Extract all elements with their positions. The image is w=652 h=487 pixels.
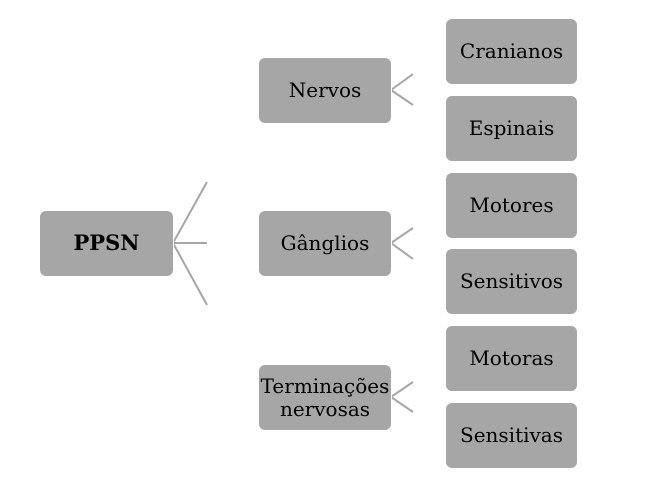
leaf-node-cranianos: Cranianos [446,19,577,84]
branch-node-ganglios: Gânglios [259,211,391,276]
leaf-node-espinais: Espinais [446,96,577,161]
leaf-node-motoras: Motoras [446,326,577,391]
connector-nervos-to-espinais [390,89,414,106]
leaf-label-cranianos: Cranianos [459,39,564,63]
connector-terminacoes-to-sensitivas [390,396,414,413]
branch-label-nervos: Nervos [288,78,362,102]
connector-ganglios-to-sensitivos [390,242,414,260]
leaf-label-motoras: Motoras [469,346,554,370]
leaf-node-motores: Motores [446,173,577,238]
branch-label-ganglios: Gânglios [280,231,370,255]
branch-node-nervos: Nervos [259,58,391,123]
root-label: PPSN [73,230,140,256]
leaf-label-motores: Motores [469,193,554,217]
connector-ganglios-to-motores [390,227,414,244]
connector-terminacoes-to-motoras [390,381,414,398]
leaf-node-sensitivos: Sensitivos [446,249,577,314]
connector-root-to-terminacoes [172,242,208,306]
leaf-label-sensitivos: Sensitivos [459,269,564,293]
leaf-node-sensitivas: Sensitivas [446,403,577,468]
leaf-label-sensitivas: Sensitivas [460,423,563,447]
branch-node-terminacoes: Terminações nervosas [259,365,391,430]
branch-label-terminacoes: Terminações nervosas [260,373,390,421]
connector-nervos-to-cranianos [390,73,414,91]
root-node: PPSN [40,211,173,276]
connector-root-to-nervos [172,181,208,244]
leaf-label-espinais: Espinais [468,116,555,140]
